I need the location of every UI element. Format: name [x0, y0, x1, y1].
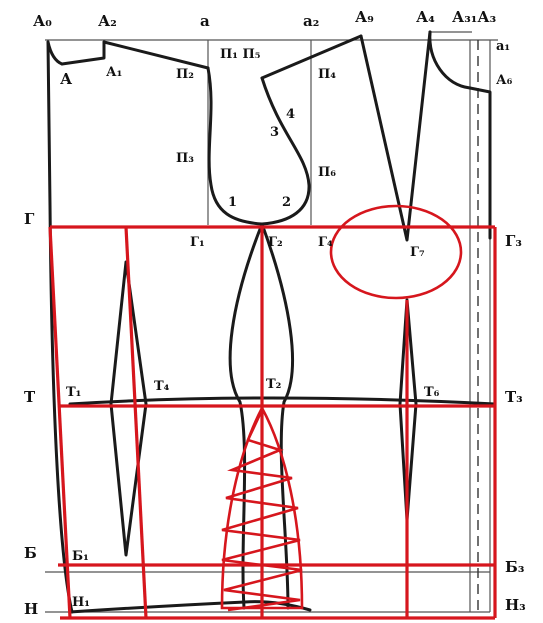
pattern-contours: [46, 30, 497, 614]
label-a2: а₂: [303, 12, 319, 30]
label-A31A3: А₃₁А₃: [452, 8, 496, 26]
label-P1P5: П₁ П₅: [220, 47, 261, 62]
side-seam-back: [228, 222, 264, 610]
back-armhole-curve: [206, 66, 264, 226]
label-A9: А₉: [355, 8, 374, 26]
zigzag-lines: [221, 409, 303, 612]
red-zigzag-mesh: [220, 405, 304, 612]
hem-curve: [68, 600, 312, 614]
label-G: Г: [24, 210, 35, 228]
back-center-seam: [46, 40, 74, 614]
label-P4: П₄: [318, 67, 336, 82]
back-shoulder-line: [102, 40, 210, 70]
label-B1: Б₁: [72, 549, 89, 564]
label-T1: Т₁: [66, 385, 81, 400]
label-T4: Т₄: [154, 379, 170, 394]
label-T2: Т₂: [266, 377, 281, 392]
label-N3: Н₃: [505, 596, 526, 614]
label-T3: Т₃: [505, 388, 523, 406]
label-B: Б: [24, 544, 37, 562]
waist-curve: [68, 396, 497, 406]
bust-dart-line: [359, 30, 432, 242]
front-shoulder-line: [260, 34, 363, 80]
g7-highlight-ellipse: [329, 204, 463, 300]
label-A6: А₆: [496, 73, 513, 88]
label-G3: Г₃: [505, 232, 522, 250]
label-point-1: 1: [228, 195, 237, 210]
label-A0: А₀: [33, 12, 52, 30]
label-A4: А₄: [416, 8, 435, 26]
label-G7: Г₇: [410, 245, 425, 260]
left-slanted-red: [48, 226, 72, 619]
label-P2: П₂: [176, 67, 194, 82]
label-a1: а₁: [496, 39, 510, 54]
label-A1: А₁: [106, 65, 122, 80]
label-T6: Т₆: [424, 385, 440, 400]
label-N: Н: [24, 600, 38, 618]
label-point-4: 4: [286, 107, 295, 122]
label-A2: А₂: [98, 12, 117, 30]
label-T: Т: [24, 388, 36, 406]
point-labels: А₀ А₂ а а₂ А₉ А₄ А₃₁А₃ а₁ А А₁ П₁ П₅ П₂ …: [24, 8, 526, 618]
label-point-2: 2: [282, 195, 291, 210]
label-P6: П₆: [318, 165, 336, 180]
label-P3: П₃: [176, 151, 194, 166]
red-construction-overlay: [48, 225, 497, 620]
label-point-3: 3: [270, 125, 279, 140]
back-neckline: [46, 40, 64, 66]
back-neck-to-a2: [60, 40, 106, 66]
label-N1: Н₁: [72, 595, 90, 610]
label-G1: Г₁: [190, 235, 205, 250]
front-neckline: [428, 30, 472, 90]
label-G4: Г₄: [318, 235, 333, 250]
label-G2: Г₂: [268, 235, 283, 250]
label-A: А: [60, 70, 73, 88]
front-armhole-curve: [260, 76, 311, 226]
front-neck-ledge: [468, 86, 492, 240]
back-dart-vertical-red: [124, 226, 148, 619]
back-waist-dart: [109, 260, 148, 557]
construction-guides: [45, 31, 498, 613]
label-a: а: [200, 12, 210, 30]
label-B3: Б₃: [505, 558, 524, 576]
